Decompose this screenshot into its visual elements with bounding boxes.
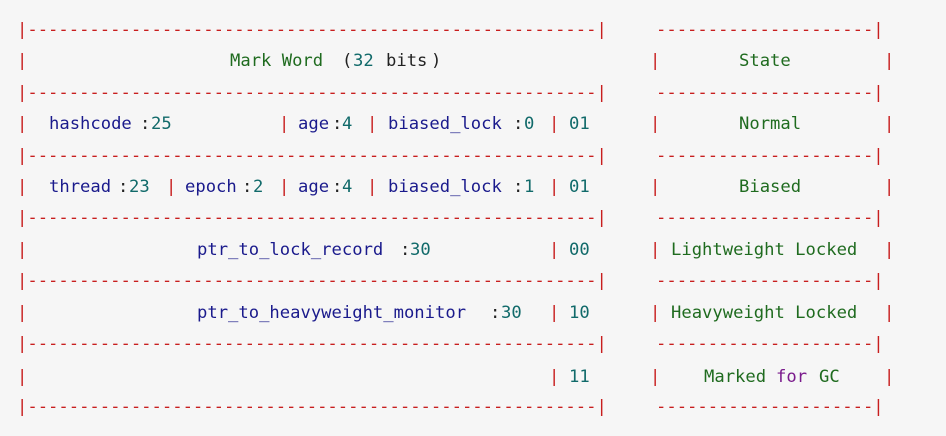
border-dash-right-5: ---------------------| (656, 334, 884, 354)
colon: : (242, 177, 253, 197)
field-separator: | (549, 114, 560, 134)
field-separator: | (166, 177, 177, 197)
lock-bits-gc: 11 (569, 367, 590, 387)
state-heavyweight-locked: Heavyweight Locked (671, 303, 858, 323)
border-bar-right-4: | (884, 303, 895, 323)
field-separator: | (279, 177, 290, 197)
field-thread-value: 23 (129, 177, 150, 197)
border-bar-mid-3: | (650, 240, 661, 260)
border-bar-mid-0: | (650, 51, 661, 71)
header-state: State (739, 51, 791, 71)
border-bar-right-1: | (884, 114, 895, 134)
border-dash-right-1: ---------------------| (656, 83, 884, 103)
field-separator: | (549, 240, 560, 260)
field-age-value: 4 (342, 114, 353, 134)
lock-bits-lightweight: 00 (569, 240, 590, 260)
field-biased-lock: biased_lock (388, 177, 502, 197)
border-dash-right-6: ---------------------| (656, 397, 884, 417)
border-bar-left-0: | (17, 51, 28, 71)
border-bar-right-2: | (884, 177, 895, 197)
field-separator: | (549, 367, 560, 387)
field-biased-lock-value: 0 (524, 114, 535, 134)
header-bits-number: 32 (353, 51, 374, 71)
border-bar-left-1: | (17, 114, 28, 134)
colon: : (513, 114, 524, 134)
field-age: age (298, 177, 330, 197)
border-bar-mid-4: | (650, 303, 661, 323)
border-bar-mid-1: | (650, 114, 661, 134)
field-separator: | (279, 114, 290, 134)
state-marked: Marked (704, 367, 767, 387)
state-gc: GC (819, 367, 840, 387)
border-dash-left-2: |---------------------------------------… (17, 146, 607, 166)
field-ptr-to-lock-record-value: 30 (410, 240, 431, 260)
state-biased: Biased (739, 177, 802, 197)
field-ptr-to-lock-record: ptr_to_lock_record (197, 240, 384, 260)
border-bar-mid-5: | (650, 367, 661, 387)
header-paren-close: ) (431, 51, 442, 71)
border-dash-right-2: ---------------------| (656, 146, 884, 166)
lock-bits-normal: 01 (569, 114, 590, 134)
field-age: age (298, 114, 330, 134)
border-dash-right-0: ---------------------| (656, 20, 884, 40)
colon: : (332, 177, 343, 197)
border-dash-left-3: |---------------------------------------… (17, 208, 607, 228)
field-epoch: epoch (185, 177, 237, 197)
border-dash-left-6: |---------------------------------------… (17, 397, 607, 417)
border-bar-right-5: | (884, 367, 895, 387)
border-bar-mid-2: | (650, 177, 661, 197)
field-hashcode: hashcode (49, 114, 132, 134)
field-separator: | (367, 114, 378, 134)
field-ptr-to-heavyweight-monitor-value: 30 (501, 303, 522, 323)
border-dash-right-3: ---------------------| (656, 208, 884, 228)
colon: : (400, 240, 411, 260)
border-dash-right-4: ---------------------| (656, 271, 884, 291)
field-ptr-to-heavyweight-monitor: ptr_to_heavyweight_monitor (197, 303, 467, 323)
border-bar-left-3: | (17, 240, 28, 260)
state-for: for (776, 367, 808, 387)
border-bar-left-5: | (17, 367, 28, 387)
field-separator: | (549, 303, 560, 323)
state-normal: Normal (739, 114, 802, 134)
colon: : (140, 114, 151, 134)
field-epoch-value: 2 (253, 177, 264, 197)
field-hashcode-value: 25 (151, 114, 172, 134)
border-dash-left-0: |---------------------------------------… (17, 20, 607, 40)
border-bar-left-4: | (17, 303, 28, 323)
lock-bits-biased: 01 (569, 177, 590, 197)
field-age-value: 4 (342, 177, 353, 197)
field-biased-lock-value: 1 (524, 177, 535, 197)
field-separator: | (367, 177, 378, 197)
colon: : (490, 303, 501, 323)
border-dash-left-1: |---------------------------------------… (17, 83, 607, 103)
field-thread: thread (49, 177, 112, 197)
colon: : (118, 177, 129, 197)
border-bar-right-0: | (884, 51, 895, 71)
state-lightweight-locked: Lightweight Locked (671, 240, 858, 260)
header-paren-open: ( (342, 51, 353, 71)
field-biased-lock: biased_lock (388, 114, 502, 134)
field-separator: | (549, 177, 560, 197)
border-dash-left-5: |---------------------------------------… (17, 334, 607, 354)
colon: : (332, 114, 343, 134)
border-bar-right-3: | (884, 240, 895, 260)
lock-bits-heavyweight: 10 (569, 303, 590, 323)
header-bits-word: bits (386, 51, 428, 71)
border-bar-left-2: | (17, 177, 28, 197)
header-mark-word: Mark Word (230, 51, 324, 71)
border-dash-left-4: |---------------------------------------… (17, 271, 607, 291)
colon: : (513, 177, 524, 197)
